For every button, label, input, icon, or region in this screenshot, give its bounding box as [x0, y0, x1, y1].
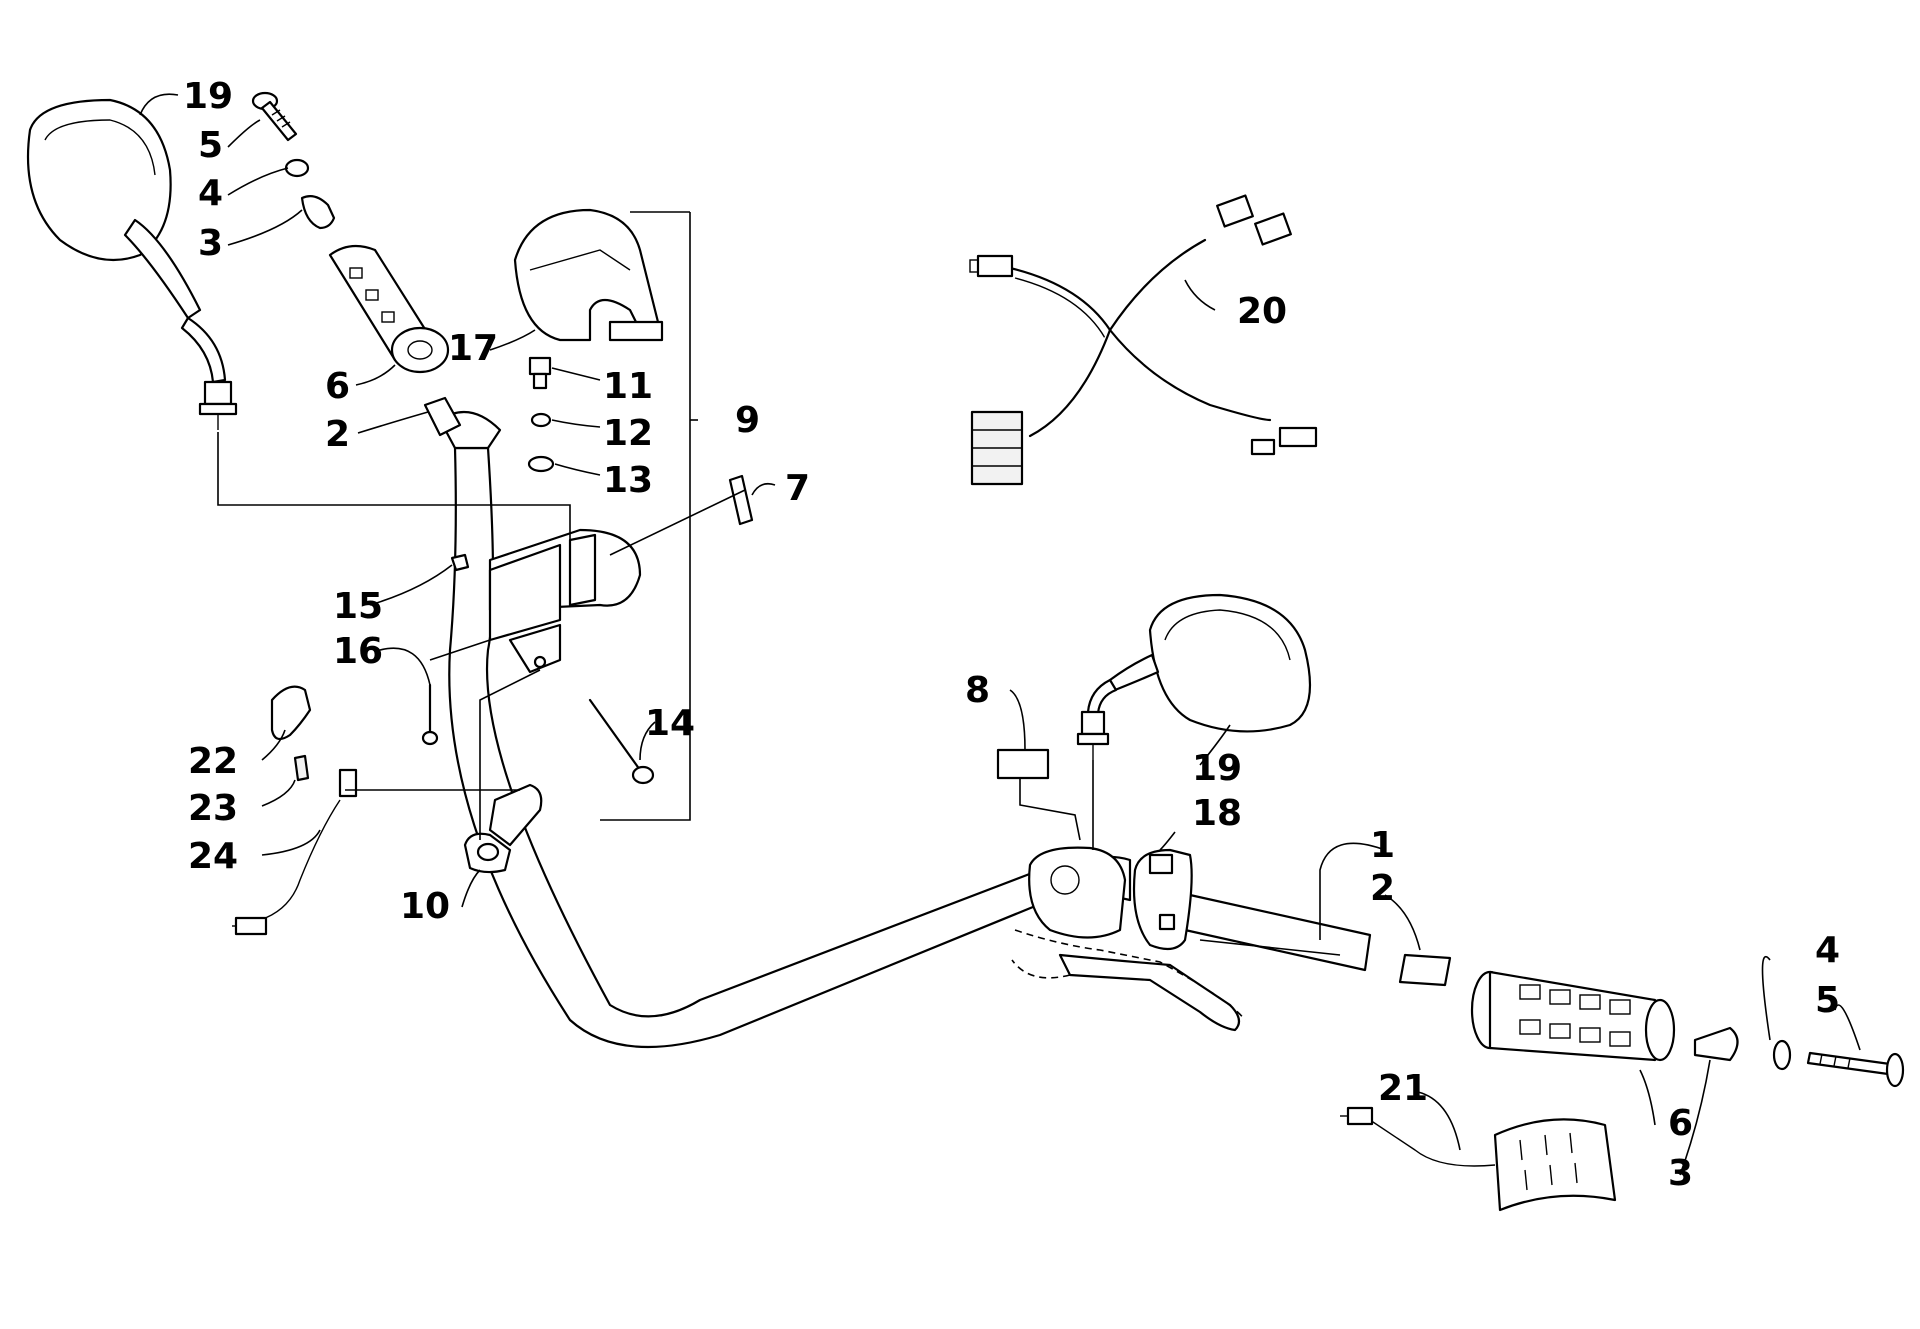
hose-22	[270, 685, 312, 741]
callout-16: 16	[333, 631, 383, 672]
callout-14: 14	[645, 703, 695, 744]
mirror-left	[26, 98, 238, 430]
callout-10: 10	[400, 886, 450, 927]
grip-heater-21	[1340, 1106, 1617, 1212]
switch-housing	[488, 528, 642, 674]
callout-3: 3	[198, 223, 223, 264]
decal-7	[728, 474, 754, 526]
bolt-right	[1806, 1051, 1905, 1088]
callout-21: 21	[1378, 1068, 1428, 1109]
decal-8	[996, 748, 1050, 780]
grip-insert-right	[1398, 953, 1452, 987]
callout-17: 17	[448, 328, 498, 369]
callout-20: 20	[1237, 291, 1287, 332]
callout-4b: 4	[1815, 930, 1840, 971]
callout-22: 22	[188, 741, 238, 782]
callout-6: 6	[325, 366, 350, 407]
callout-3b: 3	[1668, 1153, 1693, 1194]
callout-2: 2	[325, 414, 350, 455]
callout-18: 18	[1192, 793, 1242, 834]
throttle-lever	[463, 783, 543, 874]
callout-19: 19	[183, 76, 233, 117]
end-cap-left	[300, 195, 336, 230]
callout-8: 8	[965, 670, 990, 711]
screw-16	[421, 683, 439, 746]
washer-right	[1772, 1039, 1792, 1071]
screw-15	[450, 553, 470, 572]
callout-6b: 6	[1668, 1103, 1693, 1144]
brake-assembly	[1011, 846, 1246, 1032]
wiring-24	[232, 768, 358, 936]
bolt-left	[251, 91, 298, 142]
callout-19b: 19	[1192, 748, 1242, 789]
screw-11	[528, 356, 552, 390]
grip-right	[1470, 970, 1676, 1062]
washer-left	[284, 158, 310, 178]
callout-9: 9	[735, 400, 760, 441]
callout-11: 11	[603, 366, 653, 407]
callout-1: 1	[1370, 825, 1395, 866]
callouts: 19 5 4 3 6 2 17 11 12 13 9 7 20 15 16 14…	[183, 76, 1840, 1194]
leader-lines	[139, 93, 1861, 1176]
callout-24: 24	[188, 836, 238, 877]
grip-insert-left	[423, 396, 462, 437]
wiring-harness-20	[969, 194, 1318, 486]
washer-13	[527, 455, 555, 473]
callout-12: 12	[603, 413, 653, 454]
callout-5: 5	[198, 125, 223, 166]
callout-15: 15	[333, 586, 383, 627]
callout-4: 4	[198, 173, 223, 214]
callout-2b: 2	[1370, 868, 1395, 909]
washer-12	[530, 412, 552, 428]
screw-14	[588, 698, 655, 785]
mirror-right	[1076, 593, 1312, 760]
callout-7: 7	[785, 468, 810, 509]
pad-23	[293, 754, 310, 782]
callout-23: 23	[188, 788, 238, 829]
callout-5b: 5	[1815, 980, 1840, 1021]
switch-cover	[513, 208, 664, 342]
switch-housing-right	[1132, 848, 1193, 951]
grip-left	[328, 244, 450, 374]
end-cap-right	[1693, 1026, 1739, 1062]
callout-13: 13	[603, 460, 653, 501]
